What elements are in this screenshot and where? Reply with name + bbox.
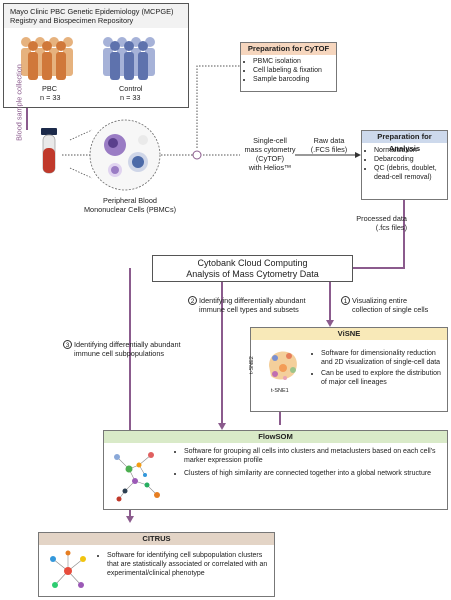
cytof-label: Single-cell mass cytometry (CyTOF) with …: [240, 136, 300, 172]
registry-title-line1: Mayo Clinic PBC Genetic Epidemiology (MC…: [10, 7, 174, 16]
cytof-prep-item: Sample barcoding: [253, 75, 322, 84]
blood-tube-icon: [38, 128, 60, 178]
analysis-prep-title: Preparation for Analysis: [362, 131, 447, 153]
analysis-prep-box: Preparation for Analysis Normalization D…: [361, 130, 448, 200]
flowsom-box: FlowSOM Software for grouping all cells …: [103, 430, 448, 510]
visne-item: Software for dimensionality reduction an…: [321, 349, 444, 367]
cytof-prep-title: Preparation for CyTOF: [241, 43, 336, 55]
visne-box: ViSNE t-SNE2 t-SNE1 Software for dimensi…: [248, 327, 448, 412]
cytof-prep-item: PBMC isolation: [253, 57, 322, 66]
flowsom-item: Software for grouping all cells into clu…: [184, 447, 443, 465]
pbmc-label-line1: Peripheral Blood: [103, 196, 157, 205]
step-3-text: Identifying differentially abundant: [74, 340, 181, 349]
processed-data-line: Processed data: [356, 214, 407, 223]
flowsom-item: Clusters of high similarity are connecte…: [184, 469, 443, 478]
visne-item: Can be used to explore the distribution …: [321, 369, 444, 387]
flowsom-title: FlowSOM: [104, 431, 447, 443]
step-2-text: Identifying differentially abundant: [199, 296, 306, 305]
pbmc-cells-image: [88, 118, 162, 192]
step-1-text: collection of single cells: [352, 305, 429, 314]
cytobank-title-line1: Cytobank Cloud Computing: [197, 258, 308, 268]
cytof-label-line: mass cytometry: [244, 145, 296, 154]
pbc-label: PBC: [42, 84, 58, 93]
processed-data-label: Processed data (.fcs files): [345, 214, 407, 232]
cytof-prep-item: Cell labeling & fixation: [253, 66, 322, 75]
step-2-number: 2: [188, 296, 197, 305]
visne-axis-y: t-SNE2: [248, 356, 255, 374]
citrus-title: CITRUS: [39, 533, 274, 545]
step-3-number: 3: [63, 340, 72, 349]
cytobank-title-line2: Analysis of Mass Cytometry Data: [186, 269, 319, 279]
pbmc-label-line2: Mononuclear Cells (PBMCs): [83, 205, 177, 214]
registry-header: [4, 4, 188, 28]
control-people-icon: [100, 34, 160, 82]
processed-data-line: (.fcs files): [375, 223, 407, 232]
cytof-label-line: Single-cell: [253, 136, 287, 145]
cytof-label-line: (CyTOF): [255, 154, 285, 163]
pbc-count: n = 33: [40, 93, 61, 102]
step-1-text: Visualizing entire: [352, 296, 408, 305]
visne-plot-image: [265, 346, 301, 386]
analysis-prep-item: Normalization: [374, 146, 445, 155]
step-2-text: immune cell types and subsets: [199, 305, 299, 314]
raw-data-line: (.FCS files): [310, 145, 348, 154]
citrus-tree-image: [47, 549, 89, 593]
step-3-text: immune cell subpopulations: [74, 349, 165, 358]
analysis-prep-item: QC (debris, doublet, dead-cell removal): [374, 164, 445, 182]
visne-axis-x: t-SNE1: [271, 388, 289, 394]
pbc-people-icon: [18, 34, 78, 82]
raw-data-line: Raw data: [313, 136, 345, 145]
flowsom-tree-image: [109, 447, 164, 505]
citrus-box: CITRUS Software for identifying cell sub…: [38, 532, 275, 597]
analysis-prep-item: Debarcoding: [374, 155, 445, 164]
visne-title: ViSNE: [251, 328, 447, 340]
control-label: Control: [119, 84, 143, 93]
cytobank-box: Cytobank Cloud Computing Analysis of Mas…: [152, 255, 353, 282]
step-1-number: 1: [341, 296, 350, 305]
registry-box: Mayo Clinic PBC Genetic Epidemiology (MC…: [3, 3, 189, 108]
citrus-item: Software for identifying cell subpopulat…: [107, 551, 270, 578]
control-count: n = 33: [120, 93, 141, 102]
blood-sample-label: Blood sample collection: [14, 64, 24, 141]
cytof-prep-box: Preparation for CyTOF PBMC isolation Cel…: [240, 42, 337, 92]
raw-data-label: Raw data (.FCS files): [300, 136, 358, 154]
cytof-label-line: with Helios™: [248, 163, 292, 172]
registry-title-line2: Registry and Biospecimen Repository: [10, 16, 134, 25]
